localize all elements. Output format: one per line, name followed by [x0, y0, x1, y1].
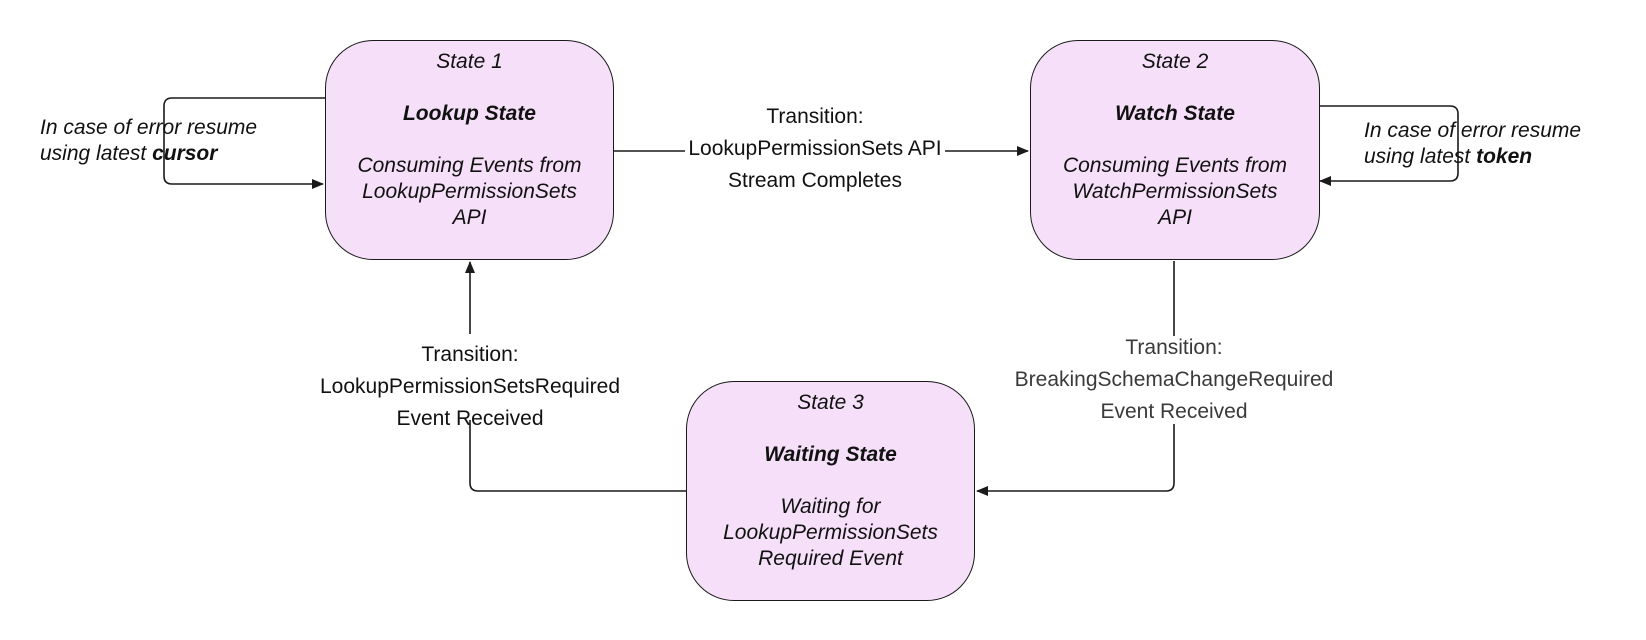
transition-label-lookup-to-watch: Transition: LookupPermissionSets API Str…: [665, 101, 965, 197]
transition-label-line: Stream Completes: [728, 169, 902, 192]
state-description: Consuming Events from LookupPermissionSe…: [326, 153, 613, 231]
state-title: Waiting State: [764, 443, 897, 466]
state-lookup: State 1 Lookup State Consuming Events fr…: [325, 40, 614, 260]
transition-label-waiting-to-lookup: Transition: LookupPermissionSetsRequired…: [290, 339, 650, 435]
state-description-line: WatchPermissionSets: [1072, 180, 1278, 203]
state-title: Watch State: [1115, 102, 1235, 125]
watch-self-loop-arrow: [1318, 105, 1459, 186]
state-description-line: LookupPermissionSets: [723, 521, 938, 544]
state-description-line: Consuming Events from: [1062, 154, 1288, 177]
note-keyword: cursor: [152, 142, 218, 165]
transition-label-line: Event Received: [1100, 400, 1248, 423]
transition-label-line: Event Received: [396, 407, 544, 430]
transition-label-line: Transition:: [766, 105, 864, 128]
state-number: State 2: [1141, 50, 1209, 73]
lookup-self-loop-arrow: [163, 97, 325, 189]
state-title: Lookup State: [402, 102, 536, 125]
state-watch: State 2 Watch State Consuming Events fro…: [1030, 40, 1320, 260]
transition-label-watch-to-waiting: Transition: BreakingSchemaChangeRequired…: [994, 332, 1354, 428]
state-waiting: State 3 Waiting State Waiting for Lookup…: [686, 381, 975, 601]
state-description-line: Required Event: [758, 547, 903, 570]
note-line: using latest: [40, 142, 153, 165]
transition-label-line: LookupPermissionSets API: [685, 133, 945, 165]
state-description-line: Consuming Events from: [357, 154, 582, 177]
note-line: In case of error resume: [1364, 119, 1582, 142]
state-description-line: API: [1158, 206, 1192, 229]
note-line: In case of error resume: [40, 116, 258, 139]
waiting-to-lookup-arrow: [470, 262, 686, 492]
note-line: using latest: [1364, 145, 1477, 168]
note-lookup-error: In case of error resume using latest cur…: [40, 115, 300, 167]
transition-label-line: Transition:: [1125, 336, 1223, 359]
transition-label-line: LookupPermissionSetsRequired: [320, 375, 620, 398]
note-watch-error: In case of error resume using latest tok…: [1364, 118, 1624, 170]
state-number: State 3: [797, 391, 864, 414]
transition-label-line: BreakingSchemaChangeRequired: [1014, 368, 1334, 391]
state-description: Consuming Events from WatchPermissionSet…: [1031, 153, 1319, 231]
transition-label-line: Transition:: [421, 343, 519, 366]
note-keyword: token: [1476, 145, 1533, 168]
watch-to-waiting-arrow: [977, 261, 1175, 491]
state-description-line: LookupPermissionSets: [362, 180, 577, 203]
state-number: State 1: [436, 50, 503, 73]
state-description-line: Waiting for: [780, 495, 881, 518]
state-description: Waiting for LookupPermissionSets Require…: [687, 494, 974, 572]
state-description-line: API: [452, 206, 487, 229]
